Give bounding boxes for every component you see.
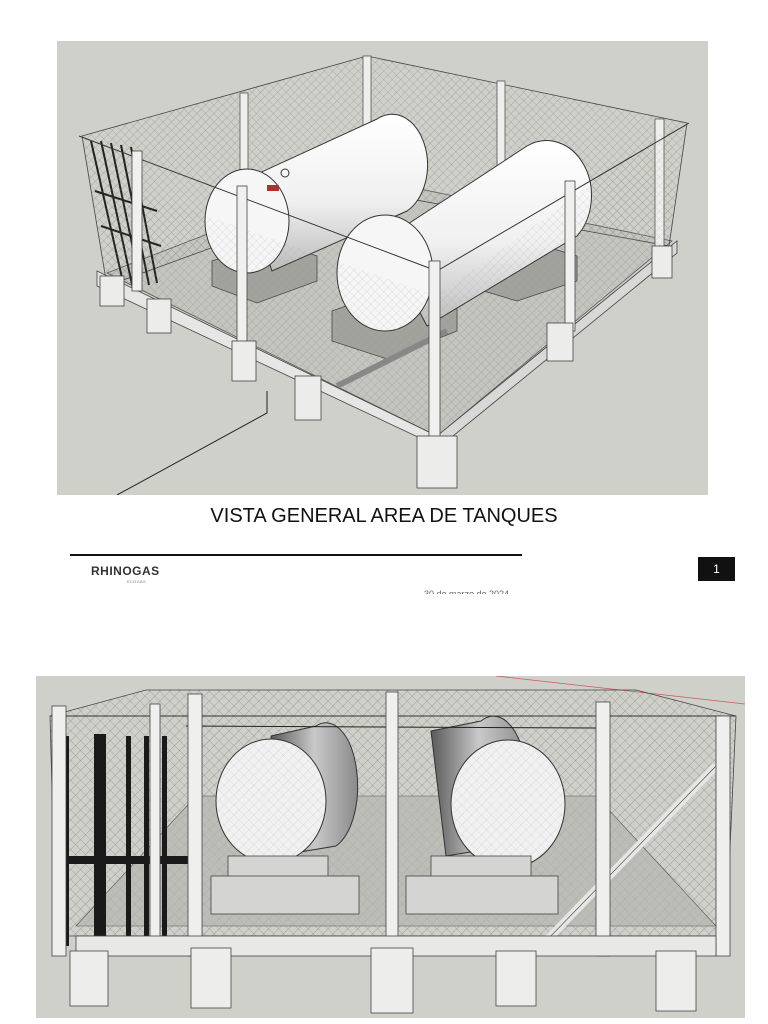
tank-area-3d-render-top <box>57 41 708 495</box>
tank-area-illustration-top <box>78 55 690 495</box>
tank-area-illustration-bottom <box>49 676 745 1014</box>
page-number-badge: 1 <box>698 557 735 581</box>
brand-logo: RHINOGAS <box>91 564 160 578</box>
footer-divider <box>70 554 522 556</box>
figure-caption: VISTA GENERAL AREA DE TANQUES <box>210 505 558 527</box>
brand-logo-subtitle: ECOGAS <box>127 579 146 584</box>
tank-area-3d-render-bottom <box>36 676 745 1018</box>
footer-date: 30 de marzo de 2024 <box>424 589 510 594</box>
